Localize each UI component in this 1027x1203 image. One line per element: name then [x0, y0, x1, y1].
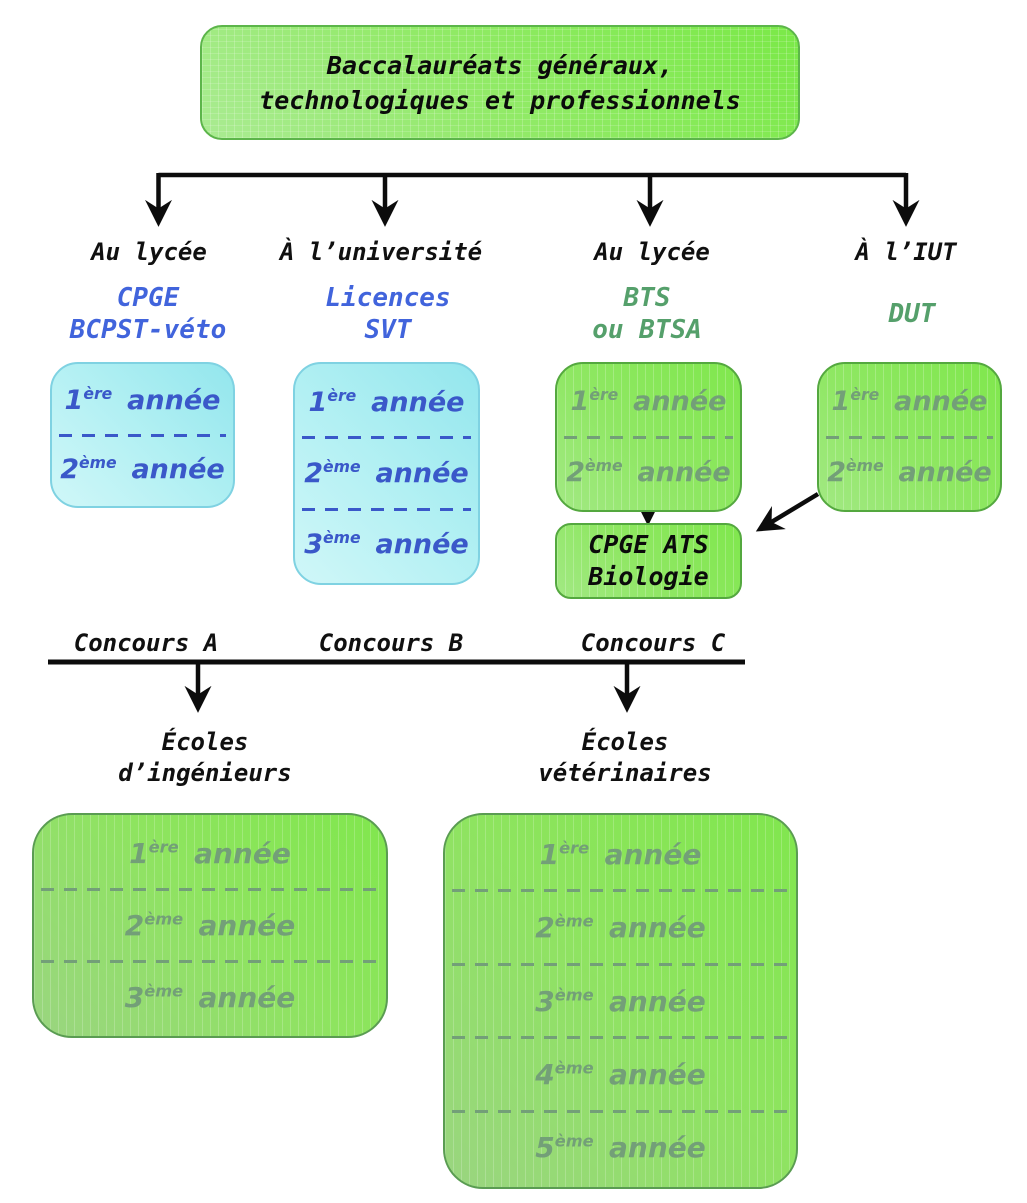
concours-b-label: Concours B	[318, 629, 464, 657]
dashed-separator	[302, 436, 471, 440]
program-label-dut: DUT	[762, 282, 1027, 346]
ecoles-ingenieurs-line-1: Écoles	[161, 728, 249, 756]
baccalaureats-title-box: Baccalauréats généraux, technologiques e…	[200, 25, 800, 140]
program-label-bts-btsa: BTS ou BTSA	[497, 282, 797, 346]
program-cpge-line-2: BCPST-véto	[69, 315, 227, 345]
ecoles-ingenieurs-line-2: d’ingénieurs	[118, 759, 292, 787]
concours-a-label: Concours A	[73, 629, 219, 657]
program-label-licences-svt: Licences SVT	[238, 282, 538, 346]
dashed-separator	[452, 1109, 789, 1113]
dashed-separator	[452, 962, 789, 966]
dashed-separator	[826, 435, 993, 439]
title-line-2: technologiques et professionnels	[259, 85, 741, 115]
dashed-separator	[59, 433, 226, 437]
program-cpge-line-1: CPGE	[116, 283, 180, 313]
arrow-dut-to-ats	[755, 492, 820, 532]
title-text: Baccalauréats généraux, technologiques e…	[259, 48, 741, 118]
dashed-separator	[41, 960, 379, 963]
title-line-1: Baccalauréats généraux,	[326, 50, 674, 80]
concours-c-label: Concours C	[580, 629, 726, 657]
dashed-separator	[41, 888, 379, 891]
dashed-separator	[452, 889, 789, 893]
branch-label-au-lycee-2: Au lycée	[594, 238, 710, 266]
dashed-separator	[564, 435, 733, 439]
branch-label-iut: À l’IUT	[855, 238, 957, 266]
program-label-cpge-bcpst: CPGE BCPST-véto	[0, 282, 298, 346]
program-bts-line-1: BTS	[623, 283, 671, 313]
ecoles-veterinaires-line-2: vétérinaires	[538, 759, 712, 787]
ats-line-1: CPGE ATS	[588, 530, 709, 559]
branch-label-universite: À l’université	[279, 238, 483, 266]
program-licences-line-1: Licences	[325, 283, 451, 313]
dashed-separator	[452, 1036, 789, 1040]
program-dut-line-1: DUT	[888, 299, 936, 329]
ecoles-veterinaires-line-1: Écoles	[581, 728, 669, 756]
cpge-ats-biologie-box: CPGE ATS Biologie	[555, 523, 742, 599]
program-bts-line-2: ou BTSA	[592, 315, 702, 345]
ecoles-veterinaires-label: Écoles vétérinaires	[465, 727, 785, 789]
branch-label-au-lycee-1: Au lycée	[91, 238, 207, 266]
program-licences-line-2: SVT	[364, 315, 412, 345]
dashed-separator	[302, 507, 471, 511]
ecoles-ingenieurs-label: Écoles d’ingénieurs	[45, 727, 365, 789]
ats-line-2: Biologie	[588, 562, 709, 591]
